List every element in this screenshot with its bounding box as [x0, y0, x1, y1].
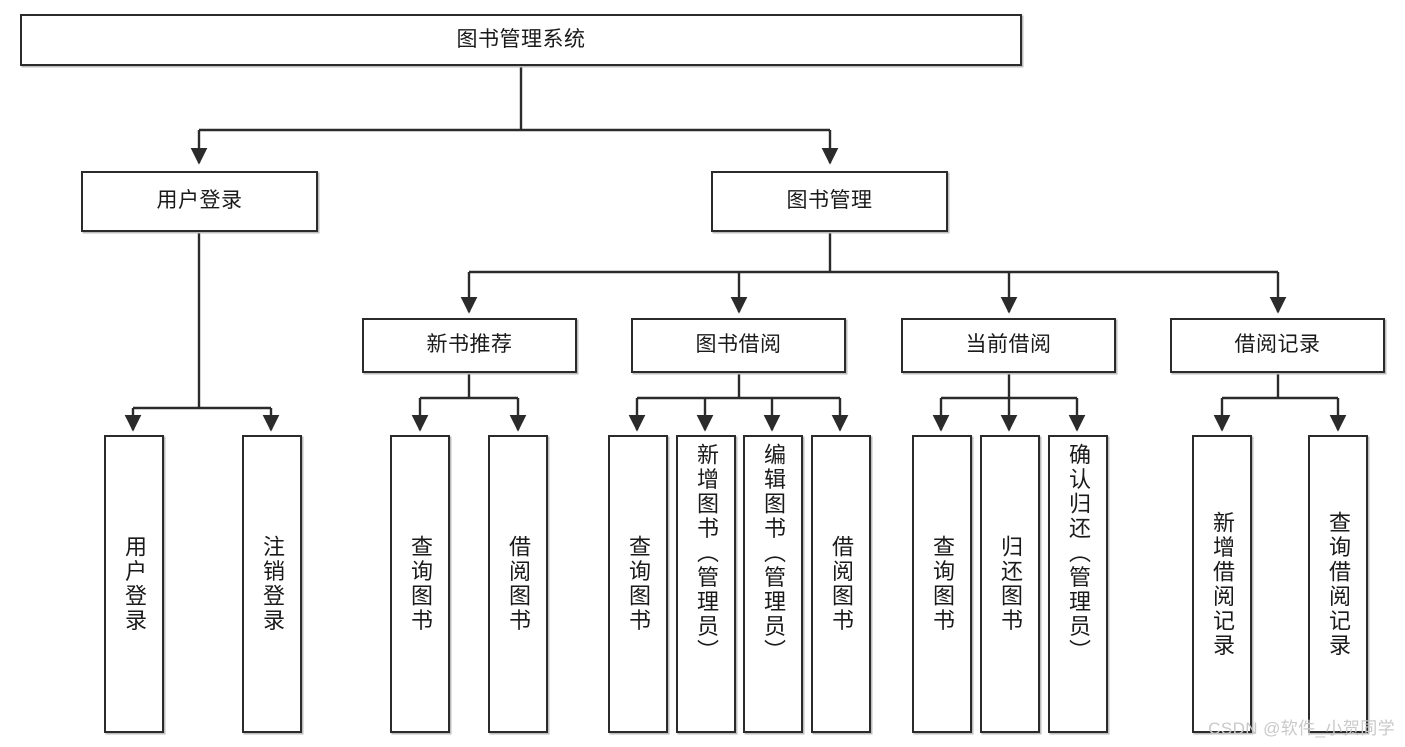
node-root[interactable]: 图书管理系统 [20, 14, 1022, 66]
node-current-borrow[interactable]: 当前借阅 [901, 318, 1116, 373]
leaf-query-book-3-label: 查询图书 [930, 535, 955, 633]
node-user-login-label: 用户登录 [156, 189, 243, 213]
leaf-query-borrow-record[interactable]: 查询借阅记录 [1308, 435, 1368, 733]
leaf-query-book-1-label: 查询图书 [408, 535, 433, 633]
node-book-borrow[interactable]: 图书借阅 [631, 318, 846, 373]
leaf-borrow-book-2-label: 借阅图书 [829, 535, 854, 633]
leaf-add-borrow-record-label: 新增借阅记录 [1210, 510, 1235, 658]
leaf-query-book-2-label: 查询图书 [626, 535, 651, 633]
leaf-query-book-2[interactable]: 查询图书 [608, 435, 668, 733]
node-new-book-recommend[interactable]: 新书推荐 [362, 318, 577, 373]
leaf-add-borrow-record[interactable]: 新增借阅记录 [1192, 435, 1252, 733]
leaf-confirm-return-label: 确认归还（管理员） [1066, 443, 1091, 664]
node-current-borrow-label: 当前借阅 [965, 333, 1052, 357]
csdn-watermark: CSDN @软件_小贺同学 [1208, 719, 1395, 738]
leaf-query-borrow-record-label: 查询借阅记录 [1326, 510, 1351, 658]
node-user-login[interactable]: 用户登录 [81, 171, 318, 232]
leaf-add-book[interactable]: 新增图书（管理员） [676, 435, 736, 733]
leaf-confirm-return[interactable]: 确认归还（管理员） [1048, 435, 1108, 733]
leaf-edit-book-label: 编辑图书（管理员） [761, 443, 786, 664]
leaf-logout-label: 注销登录 [260, 535, 285, 633]
leaf-logout[interactable]: 注销登录 [242, 435, 302, 733]
leaf-user-login[interactable]: 用户登录 [104, 435, 164, 733]
node-borrow-record-label: 借阅记录 [1234, 333, 1321, 357]
node-new-book-recommend-label: 新书推荐 [426, 333, 513, 357]
node-book-management[interactable]: 图书管理 [711, 171, 948, 232]
node-borrow-record[interactable]: 借阅记录 [1170, 318, 1385, 373]
node-book-management-label: 图书管理 [786, 189, 873, 213]
node-book-borrow-label: 图书借阅 [695, 333, 782, 357]
node-root-label: 图书管理系统 [456, 27, 586, 51]
leaf-borrow-book-1[interactable]: 借阅图书 [488, 435, 548, 733]
leaf-borrow-book-1-label: 借阅图书 [506, 535, 531, 633]
leaf-return-book-label: 归还图书 [998, 535, 1023, 633]
leaf-add-book-label: 新增图书（管理员） [694, 443, 719, 664]
leaf-query-book-3[interactable]: 查询图书 [912, 435, 972, 733]
leaf-query-book-1[interactable]: 查询图书 [390, 435, 450, 733]
leaf-borrow-book-2[interactable]: 借阅图书 [811, 435, 871, 733]
leaf-user-login-label: 用户登录 [122, 535, 147, 633]
leaf-edit-book[interactable]: 编辑图书（管理员） [743, 435, 803, 733]
leaf-return-book[interactable]: 归还图书 [980, 435, 1040, 733]
